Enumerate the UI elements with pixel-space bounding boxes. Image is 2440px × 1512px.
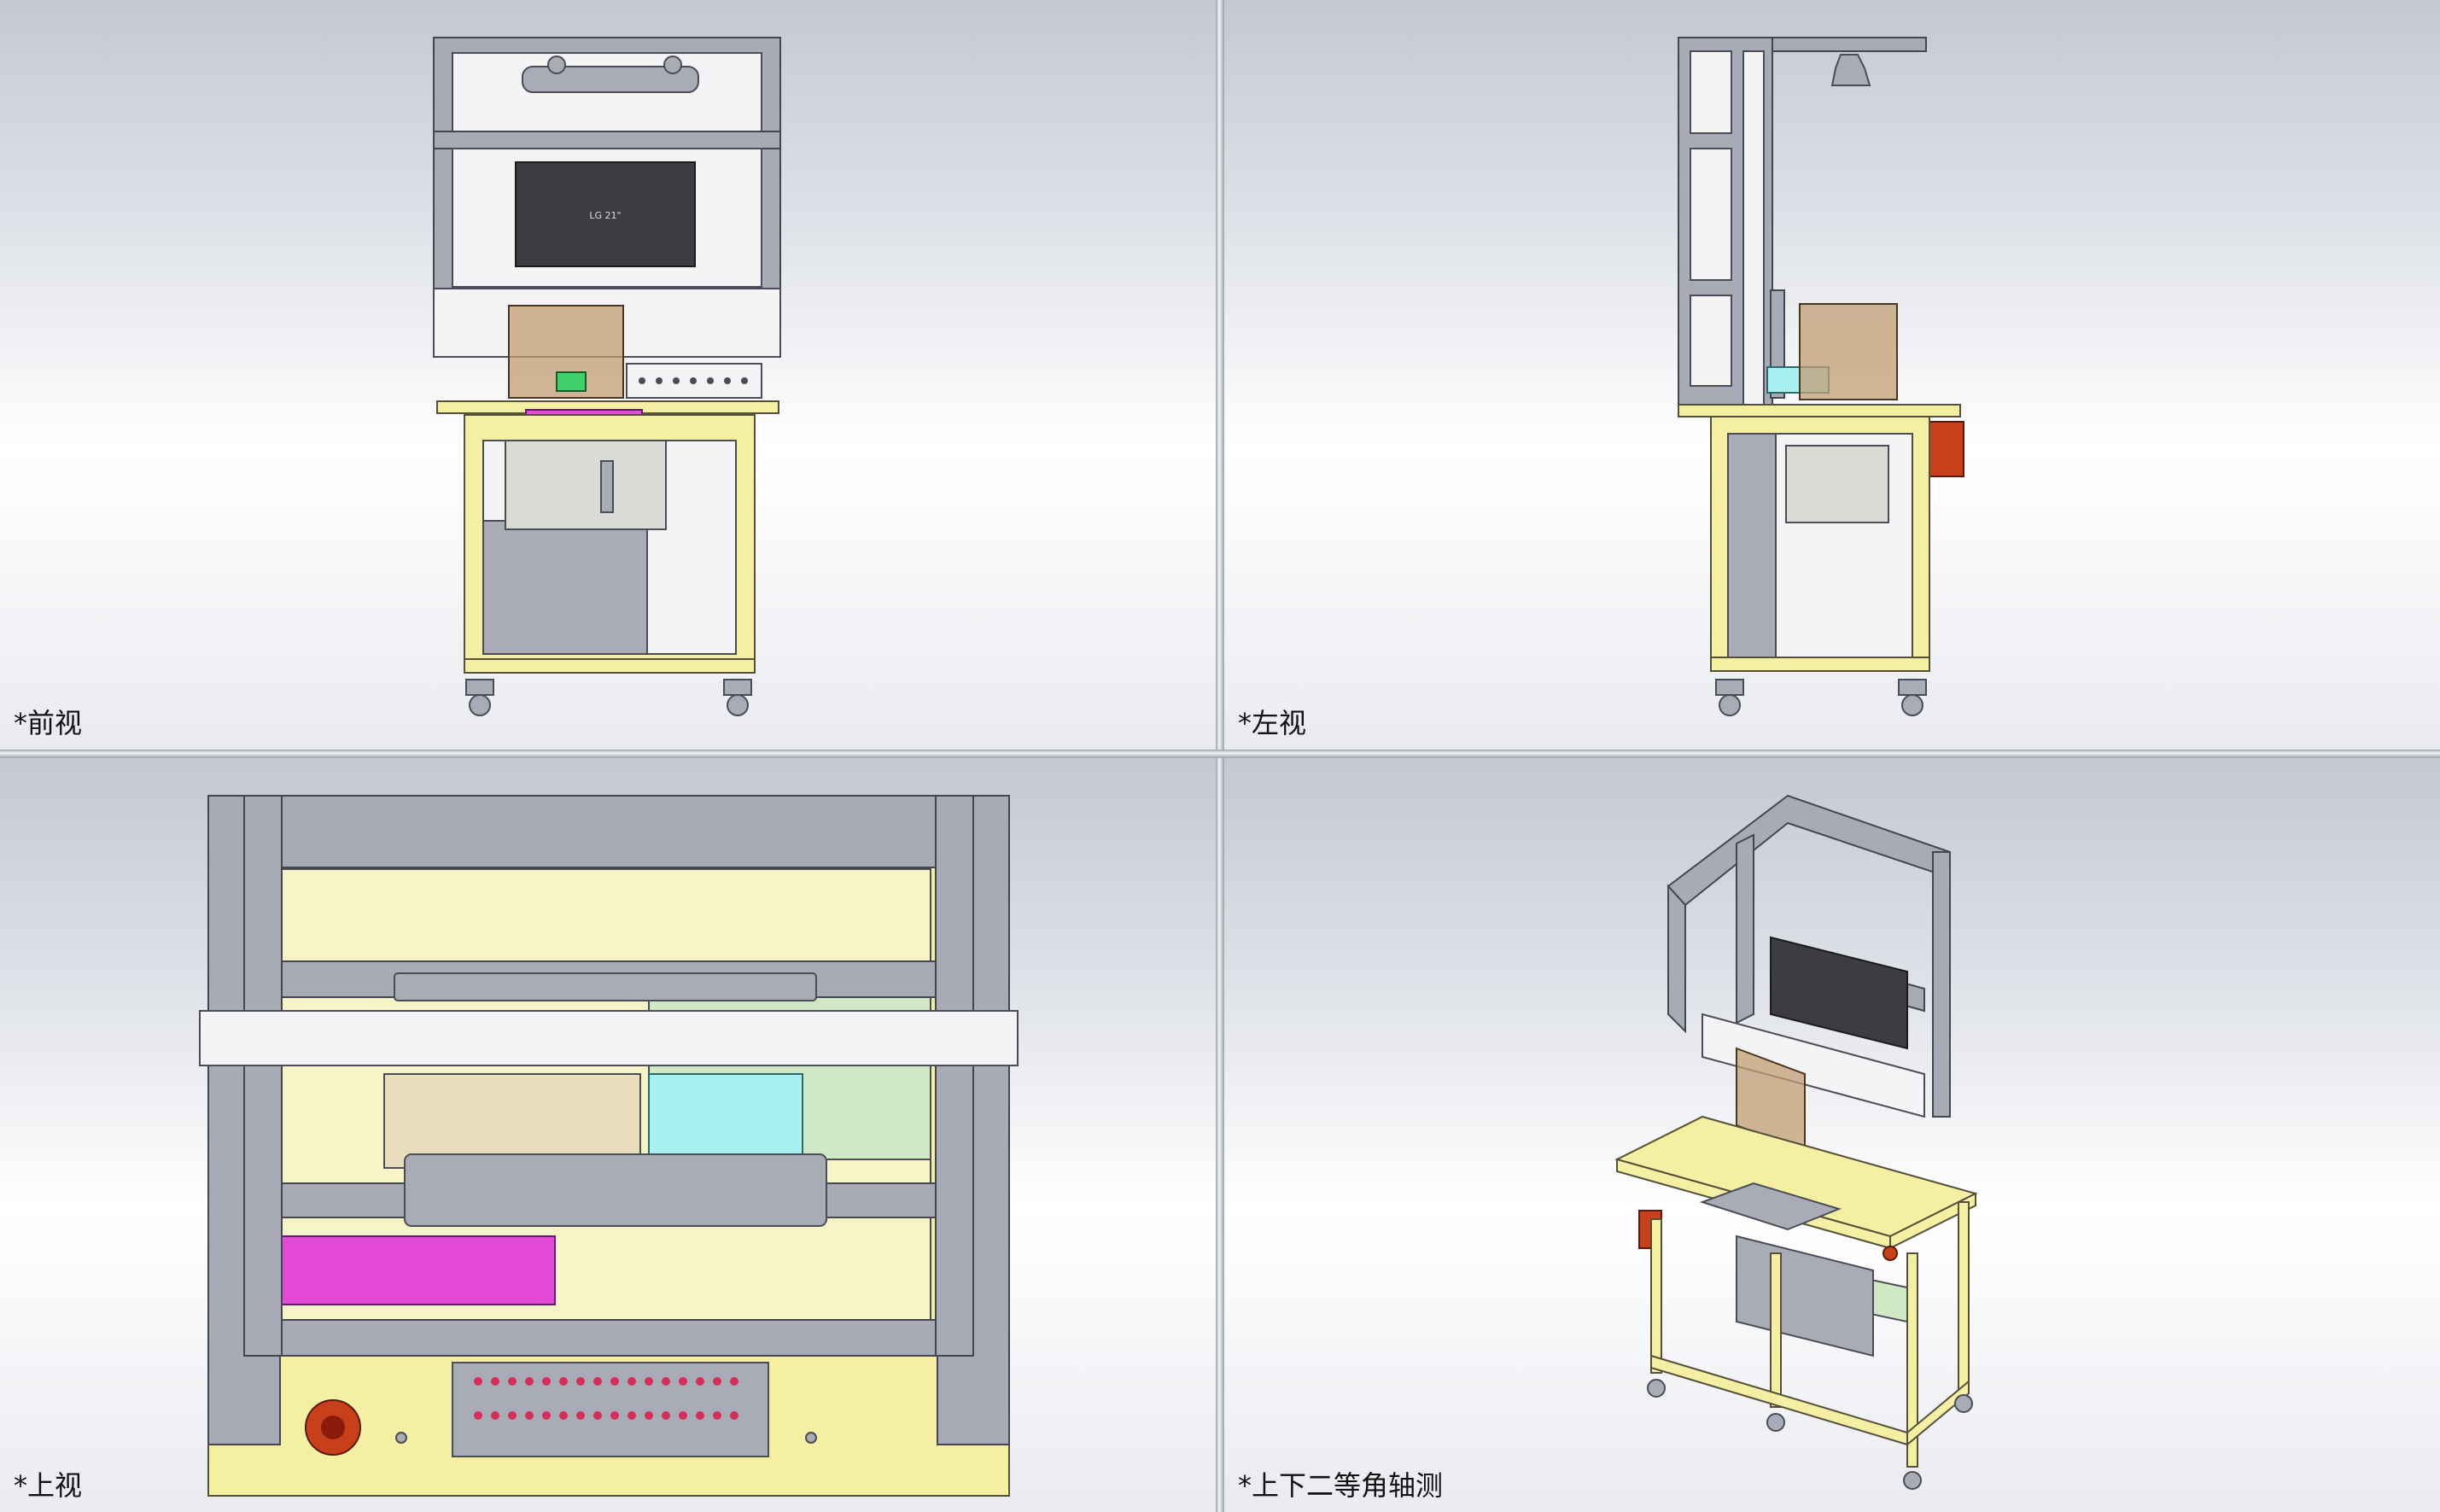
view-label-top: *上视 — [14, 1469, 83, 1502]
monitor — [515, 161, 696, 267]
viewport-front[interactable]: LG 21" *前视 — [0, 0, 1216, 750]
vent-panel — [452, 1362, 769, 1457]
view-label-iso: *上下二等角轴测 — [1238, 1469, 1444, 1502]
view-label-front: *前视 — [14, 707, 83, 739]
lamp-icon — [522, 66, 699, 93]
iso-view-drawing — [1614, 794, 1978, 1490]
left-view-drawing — [1678, 37, 1964, 716]
lamp-icon — [1830, 54, 1871, 86]
monitor — [1770, 936, 1908, 1050]
view-label-left: *左视 — [1238, 707, 1307, 739]
horizontal-splitter[interactable] — [0, 750, 2440, 758]
viewport-left[interactable]: *左视 — [1224, 0, 2440, 750]
front-view-drawing: LG 21" — [433, 37, 781, 716]
monitor-brand-text: LG 21" — [589, 210, 621, 221]
left-red-box — [1927, 421, 1964, 477]
viewport-top[interactable]: *上视 — [0, 758, 1216, 1512]
top-view-drawing — [199, 795, 1019, 1497]
viewport-iso[interactable]: *上下二等角轴测 — [1224, 758, 2440, 1512]
